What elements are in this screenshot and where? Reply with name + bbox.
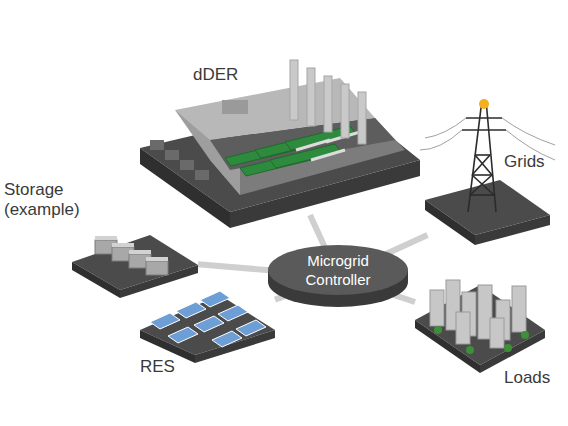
part-label: RES: [140, 357, 200, 377]
part-label: Grids: [504, 152, 564, 172]
connector-line: [198, 264, 270, 270]
storage-node: Storage (example): [72, 228, 198, 290]
storage-units: [72, 235, 198, 298]
dder-plant: [140, 60, 420, 228]
plant-node: dDER: [145, 95, 420, 215]
grid-tower: [420, 99, 555, 245]
part-label: dDER: [193, 65, 273, 85]
solar-panels: [140, 291, 275, 363]
res-node: RES: [140, 295, 275, 355]
connector-line: [383, 235, 427, 255]
part-label: Loads: [504, 368, 564, 388]
loads-node: Loads: [415, 282, 545, 366]
city-buildings: [415, 280, 545, 373]
connector-line: [310, 215, 326, 249]
controller-label: Microgrid Controller: [290, 251, 386, 289]
part-label: Storage (example): [4, 180, 94, 220]
controller-ellipse: Microgrid Controller: [268, 245, 408, 307]
grid-node: Grids: [425, 180, 550, 235]
